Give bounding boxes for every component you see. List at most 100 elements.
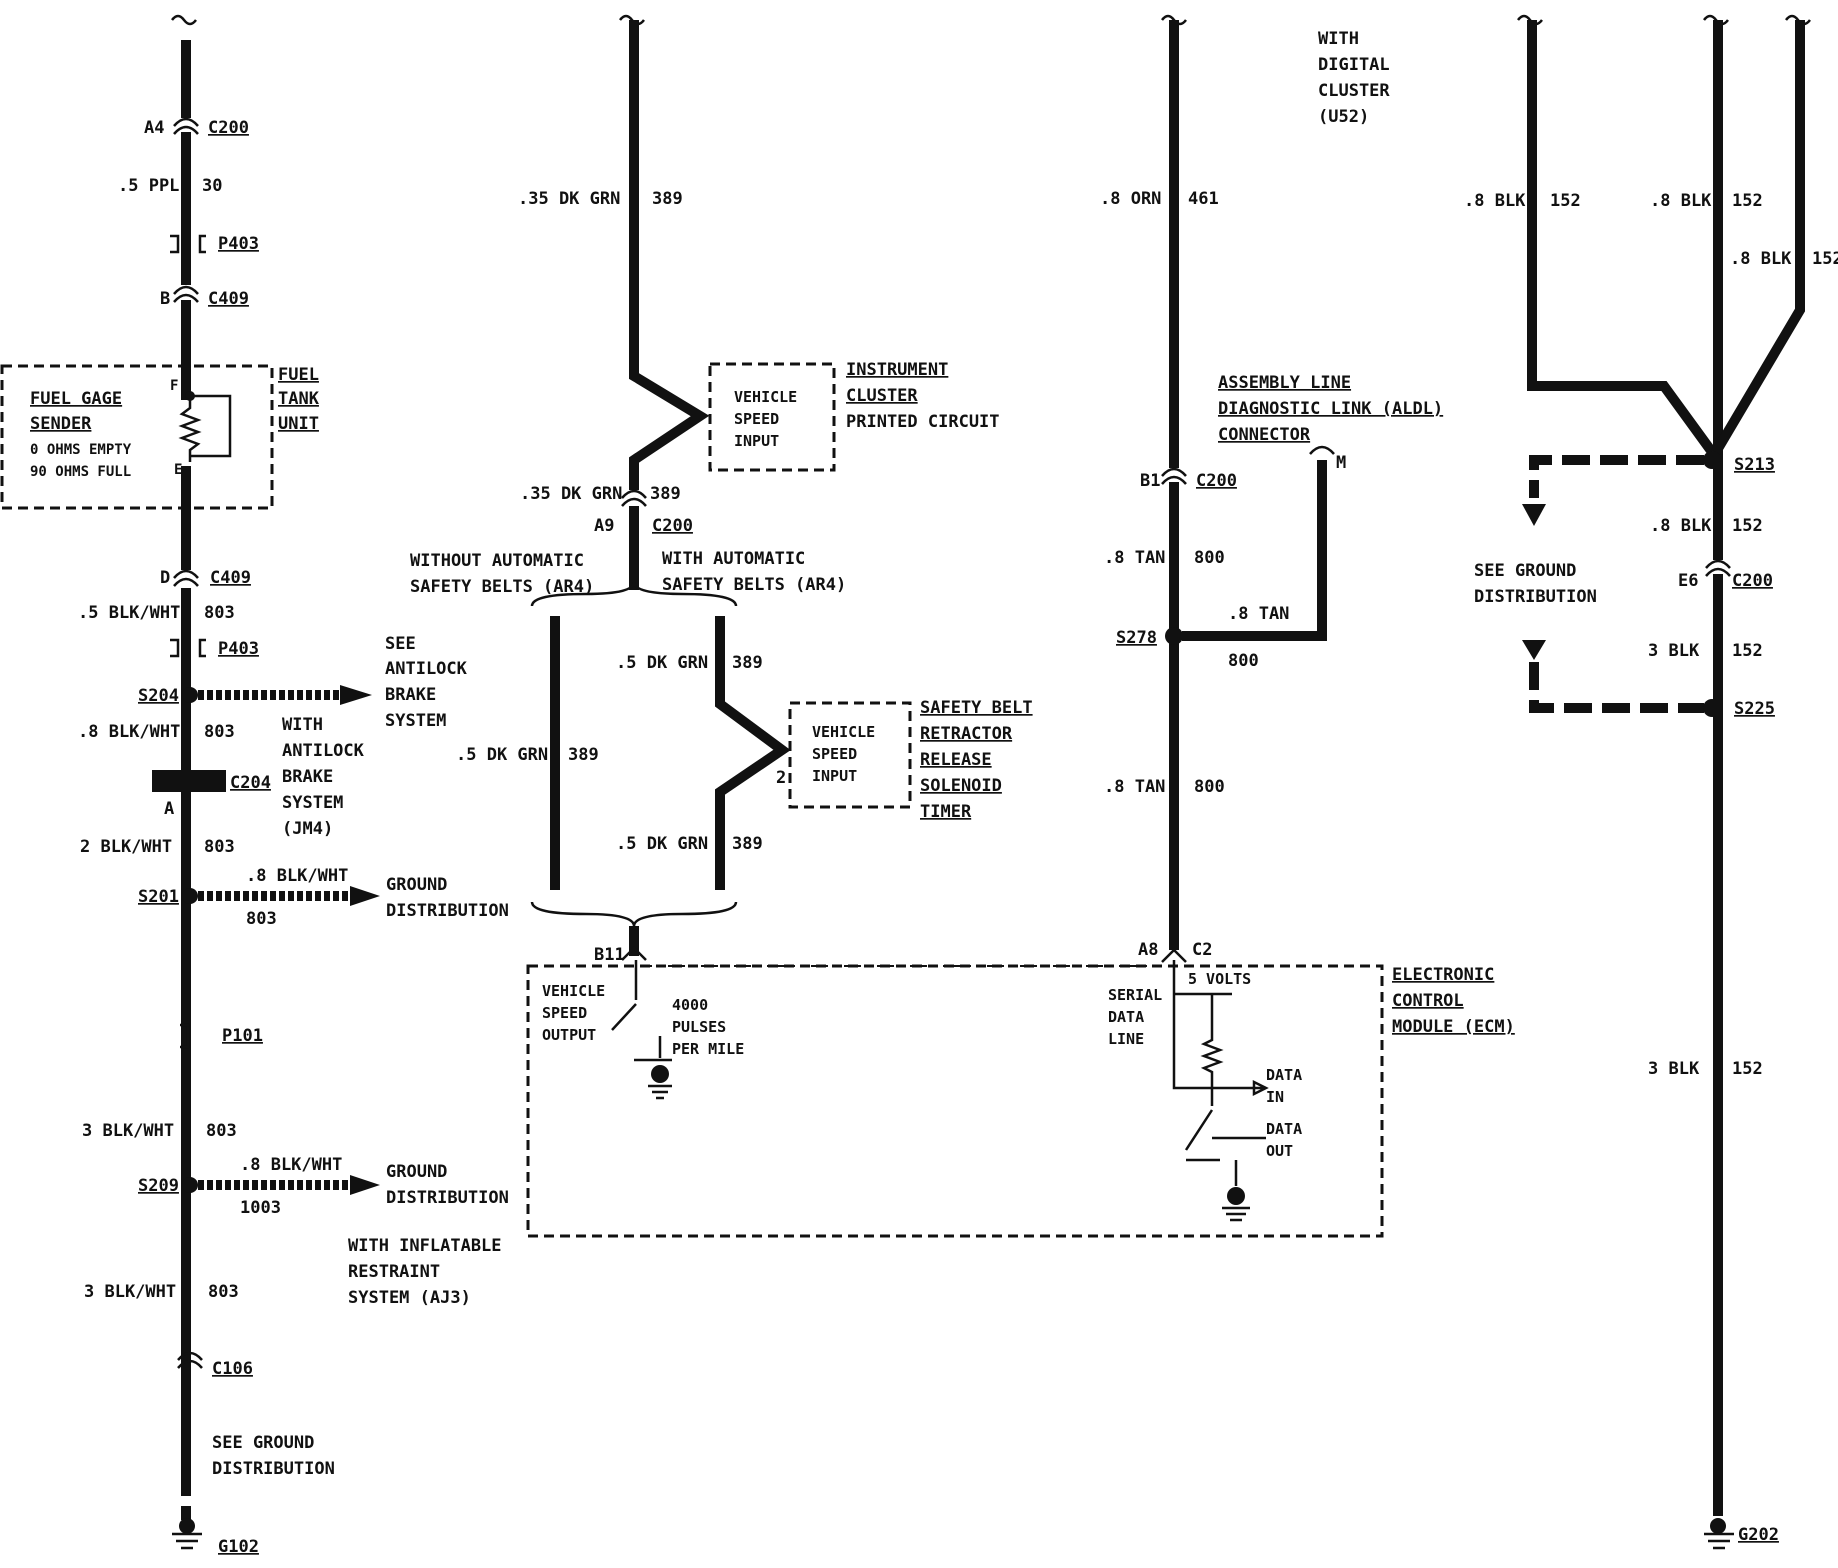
connector-c200-d: C200 (1732, 571, 1773, 591)
pulses-2: PULSES (672, 1018, 726, 1036)
pin-b: B (160, 289, 170, 309)
circuit-389-a: 389 (652, 189, 683, 209)
pin-m: M (1336, 453, 1346, 473)
fuel-tank-unit-3: UNIT (278, 414, 319, 434)
vsi-sb-3: INPUT (812, 767, 857, 785)
ground-dist-2b: DISTRIBUTION (386, 1188, 509, 1208)
wire-tan-08-c: .8 TAN (1104, 777, 1165, 797)
serial-data-3: LINE (1108, 1030, 1144, 1048)
pin-a8: A8 (1138, 940, 1158, 960)
data-in-1: DATA (1266, 1066, 1302, 1084)
safety-belt-2: RETRACTOR (920, 724, 1013, 744)
circuit-803-d: 803 (246, 909, 277, 929)
wire-tan-08-b: .8 TAN (1228, 604, 1289, 624)
without-ab-2: SAFETY BELTS (AR4) (410, 577, 594, 597)
wire-blk-08-d: .8 BLK (1650, 516, 1712, 536)
circuit-800-b: 800 (1228, 651, 1259, 671)
vsi-sb-2: SPEED (812, 745, 857, 763)
see-abs-3: BRAKE (385, 685, 436, 705)
pin-a: A (164, 799, 174, 819)
pin-e6: E6 (1678, 571, 1698, 591)
circuit-152-c: 152 (1812, 249, 1838, 269)
inflatable-1: WITH INFLATABLE (348, 1236, 502, 1256)
with-ab-1: WITH AUTOMATIC (662, 549, 805, 569)
pulses-1: 4000 (672, 996, 708, 1014)
with-abs-5: (JM4) (282, 819, 333, 839)
circuit-152-d: 152 (1732, 516, 1763, 536)
serial-data-1: SERIAL (1108, 986, 1162, 1004)
ground-dist-1b: DISTRIBUTION (386, 901, 509, 921)
digital-cluster-1: WITH (1318, 29, 1359, 49)
wire-orn: .8 ORN (1100, 189, 1161, 209)
safety-belt-1: SAFETY BELT (920, 698, 1033, 718)
wire-blkwht-08-c: .8 BLK/WHT (240, 1155, 342, 1175)
wire-dkgrn-05-c: .5 DK GRN (616, 834, 708, 854)
wire-blkwht-08-b: .8 BLK/WHT (246, 866, 348, 886)
wire-tan-08-a: .8 TAN (1104, 548, 1165, 568)
circuit-152-b: 152 (1732, 191, 1763, 211)
pin-b11: B11 (594, 945, 625, 965)
wire-blkwht-3-b: 3 BLK/WHT (84, 1282, 176, 1302)
ohms-empty: 0 OHMS EMPTY (30, 442, 132, 458)
inflatable-3: SYSTEM (AJ3) (348, 1288, 471, 1308)
fuel-tank-unit-2: TANK (278, 389, 320, 409)
data-out-2: OUT (1266, 1142, 1293, 1160)
circuit-30: 30 (202, 176, 222, 196)
ground-g202: G202 (1738, 1525, 1779, 1545)
data-in-2: IN (1266, 1088, 1284, 1106)
circuit-800-a: 800 (1194, 548, 1225, 568)
ground-g102: G102 (218, 1537, 259, 1557)
vso-3: OUTPUT (542, 1026, 596, 1044)
circuit-389-d: 389 (568, 745, 599, 765)
pin-f: F (170, 378, 178, 394)
pin-d: D (160, 568, 170, 588)
see-abs-4: SYSTEM (385, 711, 446, 731)
circuit-461: 461 (1188, 189, 1219, 209)
circuit-1003: 1003 (240, 1198, 281, 1218)
connector-c409-2: C409 (210, 568, 251, 588)
pin-a9: A9 (594, 516, 614, 536)
see-abs-2: ANTILOCK (385, 659, 468, 679)
safety-belt-4: SOLENOID (920, 776, 1002, 796)
digital-cluster-4: (U52) (1318, 107, 1369, 127)
ground-dist-2a: GROUND (386, 1162, 447, 1182)
ecm-3: MODULE (ECM) (1392, 1017, 1515, 1037)
ecm-2: CONTROL (1392, 991, 1464, 1011)
connector-c2: C2 (1192, 940, 1212, 960)
safety-belt-3: RELEASE (920, 750, 992, 770)
ground-circuit (1517, 14, 1811, 1550)
splice-s213: S213 (1734, 455, 1775, 475)
data-out-1: DATA (1266, 1120, 1302, 1138)
vsi-ic-2: SPEED (734, 410, 779, 428)
wire-blkwht-3-a: 3 BLK/WHT (82, 1121, 174, 1141)
splice-s278: S278 (1116, 628, 1157, 648)
circuit-389-e: 389 (732, 834, 763, 854)
wire-ppl-label: .5 PPL (118, 176, 179, 196)
fuel-gage-sender-title-2: SENDER (30, 414, 92, 434)
pin-b1: B1 (1140, 471, 1160, 491)
wire-blk-3-a: 3 BLK (1648, 641, 1700, 661)
wire-dkgrn-05-a: .5 DK GRN (616, 653, 708, 673)
digital-cluster-2: DIGITAL (1318, 55, 1390, 75)
instrument-cluster-1: INSTRUMENT (846, 360, 948, 380)
pin-2: 2 (776, 768, 786, 788)
splice-s225: S225 (1734, 699, 1775, 719)
connector-c204: C204 (230, 773, 271, 793)
connector-c200-b: C200 (652, 516, 693, 536)
without-ab-1: WITHOUT AUTOMATIC (410, 551, 584, 571)
aldl-1: ASSEMBLY LINE (1218, 373, 1351, 393)
wire-blkwht-08-a: .8 BLK/WHT (78, 722, 180, 742)
wire-blk-3-b: 3 BLK (1648, 1059, 1700, 1079)
inflatable-2: RESTRAINT (348, 1262, 440, 1282)
serial-data-2: DATA (1108, 1008, 1144, 1026)
with-abs-4: SYSTEM (282, 793, 343, 813)
fuel-gage-sender-title: FUEL GAGE (30, 389, 122, 409)
see-ground-r2: DISTRIBUTION (1474, 587, 1597, 607)
pulses-3: PER MILE (672, 1040, 744, 1058)
five-volts: 5 VOLTS (1188, 970, 1251, 988)
connector-p403-2: P403 (218, 639, 259, 659)
vsi-sb-1: VEHICLE (812, 723, 875, 741)
circuit-803-a: 803 (204, 603, 235, 623)
circuit-800-c: 800 (1194, 777, 1225, 797)
